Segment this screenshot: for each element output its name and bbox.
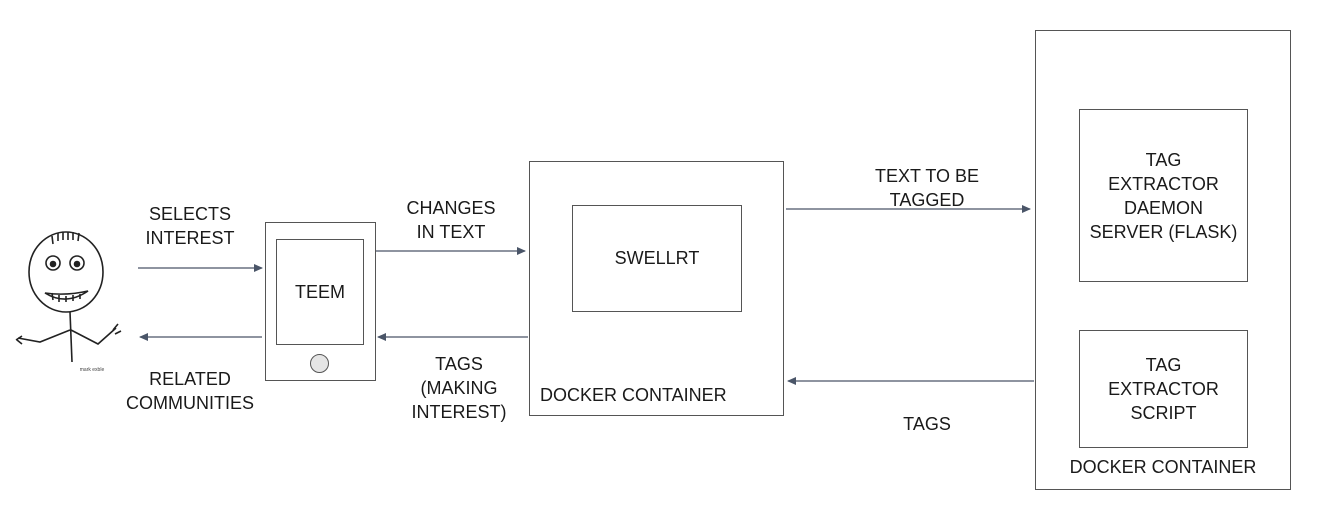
docker-container-swellrt: SWELLRT DOCKER CONTAINER bbox=[529, 161, 784, 416]
label-tags-making-interest: TAGS (MAKING INTEREST) bbox=[411, 354, 507, 422]
hair-strands-icon bbox=[51, 232, 80, 245]
body-icon bbox=[69, 311, 73, 363]
tag-extractor-server-box: TAG EXTRACTOR DAEMON SERVER (FLASK) bbox=[1079, 109, 1248, 282]
user-stick-figure bbox=[15, 231, 122, 363]
head-icon bbox=[28, 231, 104, 313]
tag-extractor-script-label: TAG EXTRACTOR SCRIPT bbox=[1108, 355, 1219, 423]
label-related-communities: RELATED COMMUNITIES bbox=[126, 369, 254, 413]
phone-screen-label: TEEM bbox=[294, 281, 345, 302]
signature-text: mark exble bbox=[80, 367, 105, 373]
phone-device: TEEM bbox=[265, 222, 376, 381]
label-text-to-be-tagged: TEXT TO BE TAGGED bbox=[874, 166, 980, 210]
docker-container-2-title: DOCKER CONTAINER bbox=[1069, 457, 1257, 477]
swellrt-box: SWELLRT bbox=[572, 205, 742, 312]
docker-container-tag-extractor: TAG EXTRACTOR DAEMON SERVER (FLASK) TAG … bbox=[1035, 30, 1291, 490]
label-changes-in-text: CHANGES IN TEXT bbox=[406, 198, 496, 242]
phone-screen: TEEM bbox=[276, 239, 364, 345]
left-arm-icon bbox=[15, 329, 71, 345]
home-button-icon bbox=[310, 354, 329, 373]
right-arm-icon bbox=[70, 323, 122, 345]
left-eye-icon bbox=[45, 255, 61, 271]
label-selects-interest: SELECTS INTEREST bbox=[145, 204, 235, 248]
right-eye-icon bbox=[69, 255, 85, 271]
docker-container-1-title: DOCKER CONTAINER bbox=[540, 385, 727, 405]
grin-icon bbox=[44, 290, 89, 300]
tag-extractor-script-box: TAG EXTRACTOR SCRIPT bbox=[1079, 330, 1248, 448]
label-tags-return: TAGS bbox=[903, 414, 951, 434]
tag-extractor-server-label: TAG EXTRACTOR DAEMON SERVER (FLASK) bbox=[1089, 149, 1238, 242]
swellrt-label: SWELLRT bbox=[614, 248, 700, 268]
